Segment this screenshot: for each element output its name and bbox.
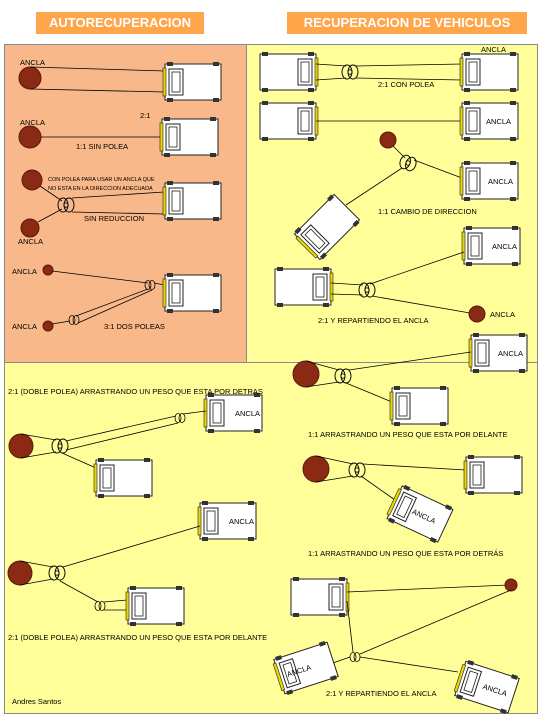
- pulley-icon: [144, 280, 156, 290]
- vehicle-icon: [274, 266, 334, 308]
- vehicle-icon: [389, 385, 449, 427]
- low-scenario-doble-delante: ANCLA 2:1 (DOBLE POLEA) ARRASTRANDO UN P…: [7, 500, 267, 642]
- vehicle-icon: [125, 585, 185, 627]
- vehicle-icon: [291, 192, 362, 263]
- veh-scenario-cambio-direccion: ANCLA 1:1 CAMBIO DE DIRECCION: [291, 131, 519, 263]
- panel-recuperacion-vehiculos: [246, 44, 538, 364]
- label-ancla: ANCLA: [12, 267, 37, 276]
- label-cambio-direccion: 1:1 CAMBIO DE DIRECCION: [378, 207, 477, 216]
- pulley-icon: [341, 64, 359, 80]
- pulley-icon: [348, 462, 366, 478]
- veh-scenario-1-1: ANCLA: [259, 100, 519, 142]
- label-detras-11: 1:1 ARRASTRANDO UN PESO QUE ESTA POR DET…: [308, 549, 503, 558]
- pulley-icon: [334, 368, 352, 384]
- label-ancla: ANCLA: [20, 118, 45, 127]
- label-ancla: ANCLA: [20, 58, 45, 67]
- author-credit: Andres Santos: [12, 697, 61, 706]
- panel-arrastre: [4, 362, 538, 714]
- auto-scenario-sin-reduccion: CON POLEA PARA USAR UN ANCLA QUE NO ESTA…: [18, 169, 222, 246]
- label-ancla: ANCLA: [235, 409, 260, 418]
- vehicle-icon: [463, 454, 523, 496]
- pulley-icon: [94, 601, 106, 611]
- vehicle-icon: [93, 457, 153, 499]
- label-sin-reduccion: SIN REDUCCION: [84, 214, 144, 223]
- label-ancla: ANCLA: [18, 237, 43, 246]
- vehicle-icon: [162, 180, 222, 222]
- label-ancla: ANCLA: [481, 45, 506, 54]
- label-repartiendo: 2:1 Y REPARTIENDO EL ANCLA: [318, 316, 428, 325]
- label-ancla: ANCLA: [490, 310, 515, 319]
- label-doble-detras: 2:1 (DOBLE POLEA) ARRASTRANDO UN PESO QU…: [8, 387, 263, 396]
- header-recuperacion-vehiculos: RECUPERACION DE VEHICULOS: [287, 12, 527, 34]
- label-dos-poleas: 3:1 DOS POLEAS: [104, 322, 165, 331]
- low-scenario-detras-11: ANCLA 1:1 ARRASTRANDO UN PESO QUE ESTA P…: [302, 454, 523, 558]
- label-polea-note-1: CON POLEA PARA USAR UN ANCLA QUE: [48, 177, 155, 183]
- pulley-icon: [48, 565, 66, 581]
- low-scenario-doble-detras: ANCLA 2:1 (DOBLE POLEA) ARRASTRANDO UN P…: [8, 387, 263, 499]
- label-ancla: ANCLA: [229, 517, 254, 526]
- label-doble-delante: 2:1 (DOBLE POLEA) ARRASTRANDO UN PESO QU…: [8, 633, 267, 642]
- label-ancla: ANCLA: [488, 177, 513, 186]
- pulley-icon: [68, 315, 80, 325]
- veh-scenario-con-polea: ANCLA 2:1 CON POLEA: [259, 45, 519, 93]
- label-ancla: ANCLA: [498, 349, 523, 358]
- pulley-icon: [349, 652, 361, 662]
- label-ancla: ANCLA: [12, 322, 37, 331]
- label-repartiendo: 2:1 Y REPARTIENDO EL ANCLA: [326, 689, 436, 698]
- label-ratio: 2:1: [140, 111, 150, 120]
- low-scenario-delante-11: ANCLA 1:1 ARRASTRANDO UN PESO QUE ESTA P…: [292, 332, 528, 439]
- label-con-polea: 2:1 CON POLEA: [378, 80, 434, 89]
- header-autorecuperacion: AUTORECUPERACION: [36, 12, 204, 34]
- pulley-icon: [51, 438, 69, 454]
- label-ancla: ANCLA: [486, 117, 511, 126]
- vehicle-icon: [162, 61, 222, 103]
- auto-scenario-2-1: ANCLA 2:1: [18, 58, 222, 120]
- vehicle-icon: [259, 100, 319, 142]
- pulley-icon: [397, 153, 419, 173]
- vehicle-icon: [459, 51, 519, 93]
- low-scenario-repartiendo: ANCLA ANCLA 2:1 Y REPARTIENDO EL ANCLA: [270, 576, 521, 716]
- vehicle-icon: [159, 116, 219, 158]
- pulley-icon: [174, 413, 186, 423]
- auto-scenario-sin-polea: ANCLA 1:1 SIN POLEA: [18, 116, 219, 158]
- label-polea-note-2: NO ESTA EN LA DIRECCION ADECUADA: [48, 186, 153, 192]
- label-sin-polea: 1:1 SIN POLEA: [76, 142, 128, 151]
- veh-scenario-repartiendo: ANCLA ANCLA 2:1 Y REPARTIENDO EL ANCLA: [274, 225, 521, 325]
- vehicle-icon: [162, 272, 222, 314]
- vehicle-icon: [259, 51, 319, 93]
- label-delante-11: 1:1 ARRASTRANDO UN PESO QUE ESTA POR DEL…: [308, 430, 508, 439]
- vehicle-icon: [290, 576, 350, 618]
- label-ancla: ANCLA: [492, 242, 517, 251]
- auto-scenario-dos-poleas: ANCLA ANCLA 3:1 DOS POLEAS: [12, 264, 222, 332]
